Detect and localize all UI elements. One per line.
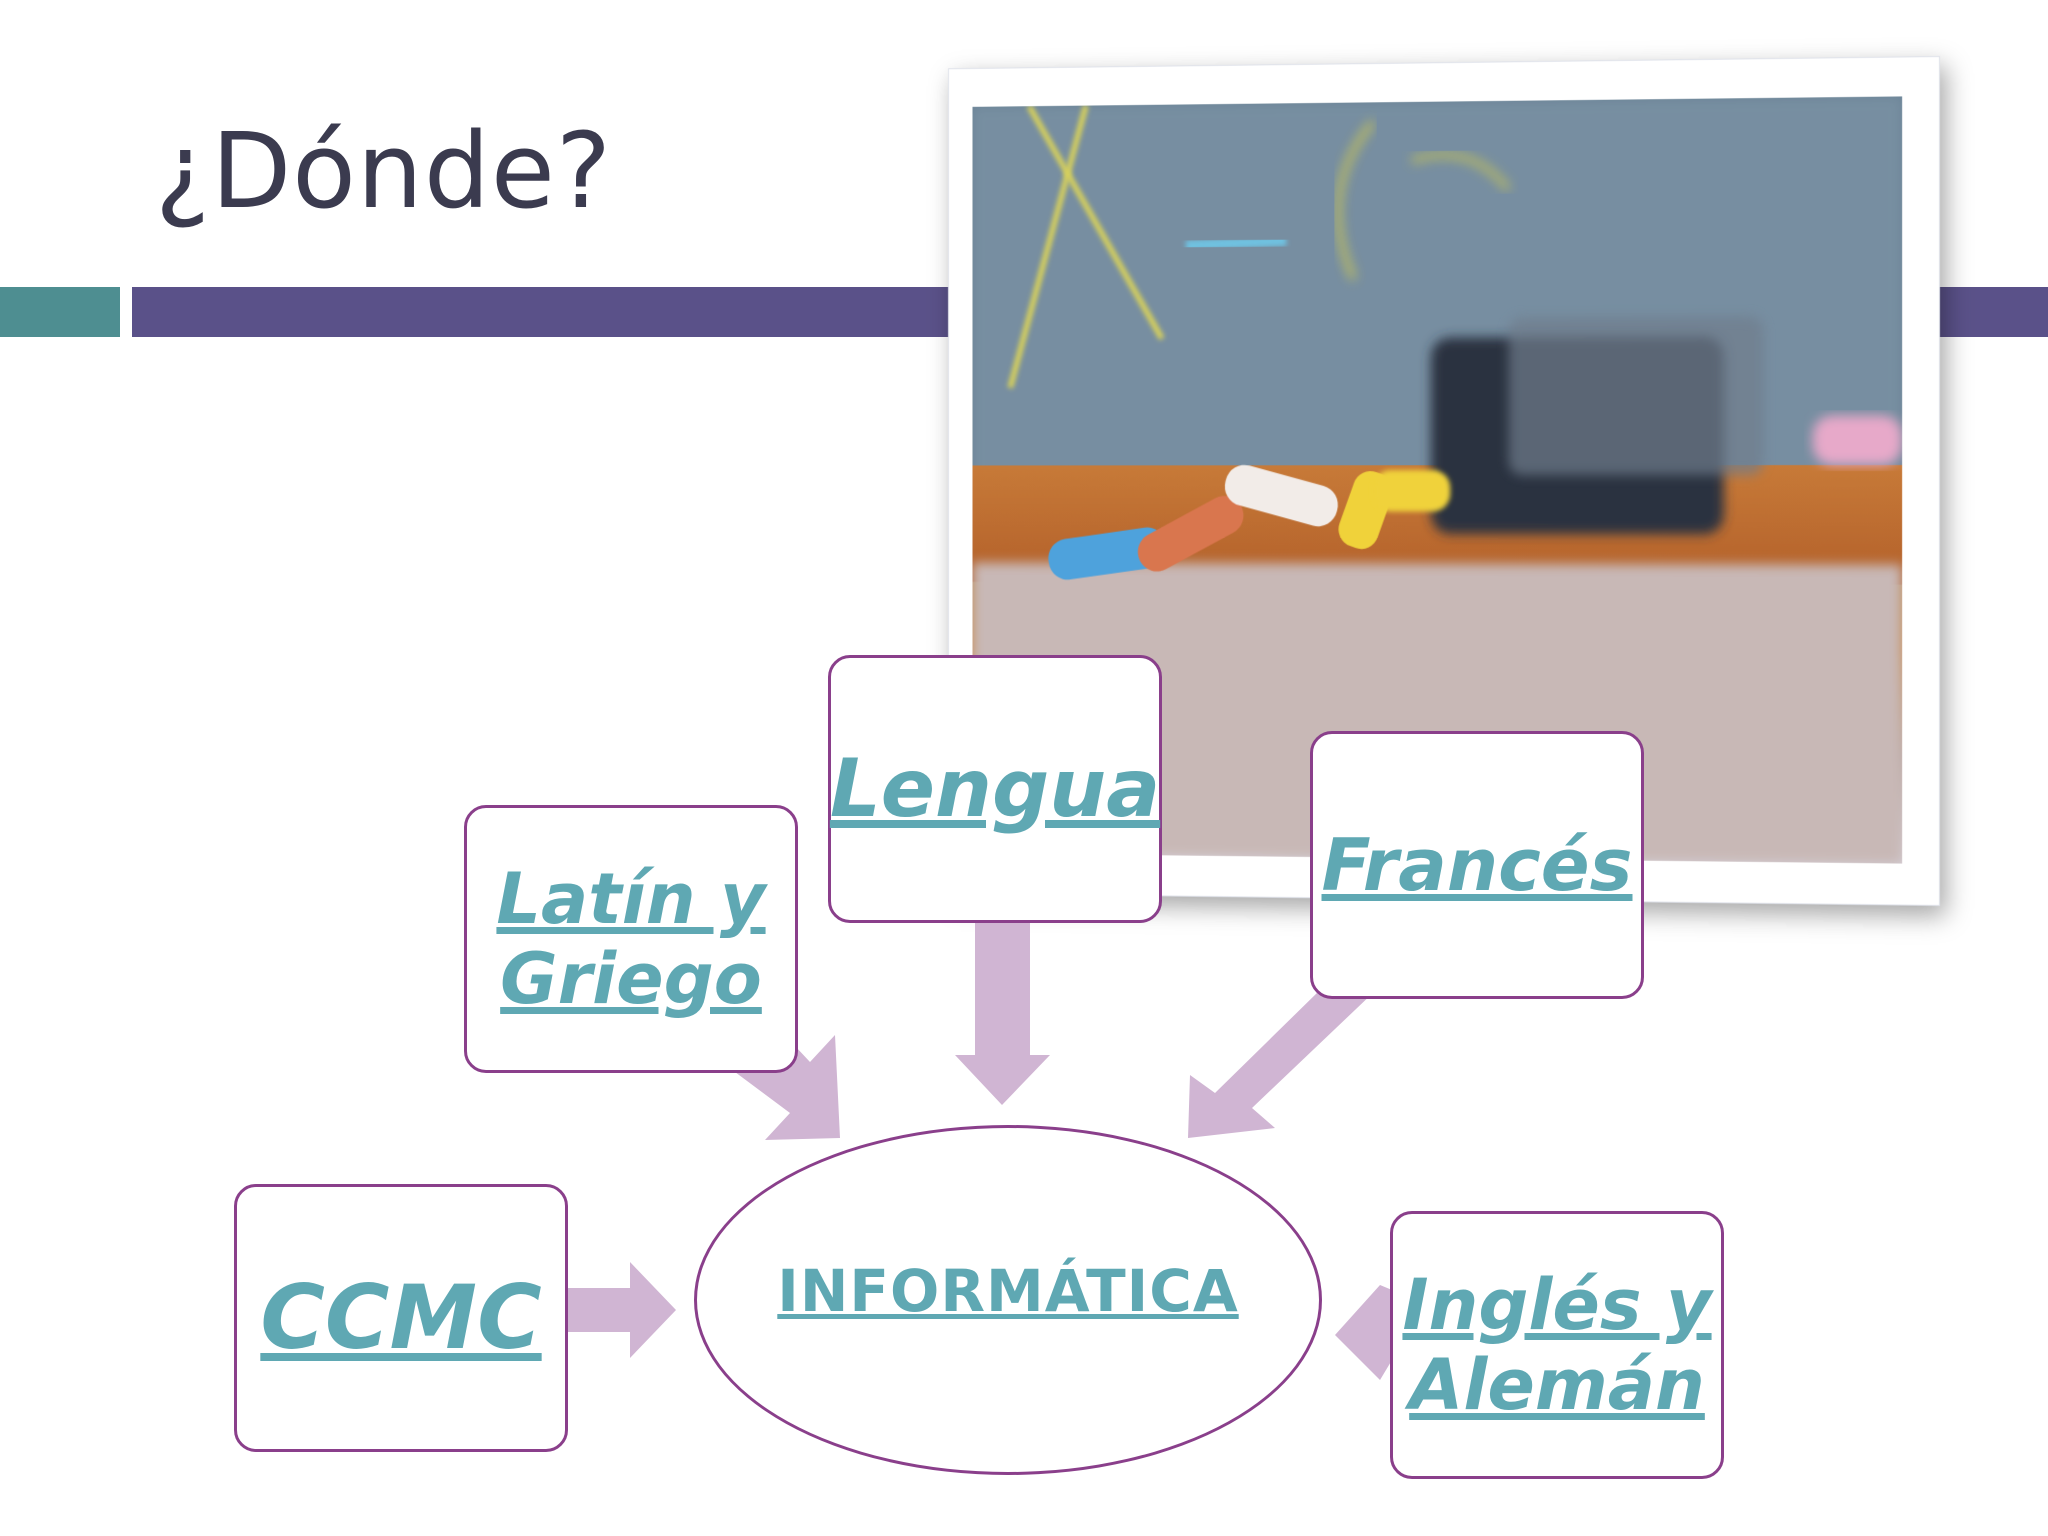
- arrow-ccmc-to-hub: [568, 1262, 676, 1358]
- chalkboard-photo: [972, 96, 1903, 864]
- hub-informatica: INFORMÁTICA: [694, 1125, 1322, 1475]
- node-ingles-aleman-link[interactable]: Inglés y Alemán: [1402, 1263, 1712, 1426]
- node-ccmc-label: CCMC: [260, 1266, 542, 1370]
- node-frances-label: Francés: [1321, 822, 1633, 907]
- hub-informatica-link[interactable]: INFORMÁTICA: [777, 1256, 1239, 1325]
- node-lengua-link[interactable]: Lengua: [830, 743, 1160, 835]
- node-lengua-label: Lengua: [829, 742, 1161, 835]
- node-ingles-aleman-label-line2: Alemán: [1409, 1344, 1705, 1426]
- node-latin-griego-label-line2: Griego: [500, 938, 762, 1020]
- title-bar-purple-right-segment: [1930, 287, 2048, 337]
- arrow-lengua-to-hub: [955, 920, 1050, 1105]
- node-latin-griego: Latín y Griego: [464, 805, 798, 1073]
- node-frances: Francés: [1310, 731, 1644, 999]
- arrow-frances-to-hub: [1188, 990, 1376, 1138]
- slide-title: ¿Dónde?: [155, 110, 613, 232]
- node-lengua: Lengua: [828, 655, 1162, 923]
- title-bar-teal-segment: [0, 287, 120, 337]
- node-ccmc-link[interactable]: CCMC: [260, 1267, 541, 1368]
- node-ingles-aleman: Inglés y Alemán: [1390, 1211, 1724, 1479]
- node-ingles-aleman-label-line1: Inglés y: [1402, 1263, 1712, 1346]
- node-latin-griego-link[interactable]: Latín y Griego: [496, 857, 766, 1020]
- chalkboard-illustration: [972, 96, 1903, 864]
- node-ccmc: CCMC: [234, 1184, 568, 1452]
- node-frances-link[interactable]: Francés: [1321, 822, 1633, 907]
- chalkboard-photo-frame: [948, 56, 1940, 906]
- node-latin-griego-label-line1: Latín y: [496, 857, 766, 940]
- arrow-ingles-to-hub: [1335, 1285, 1392, 1380]
